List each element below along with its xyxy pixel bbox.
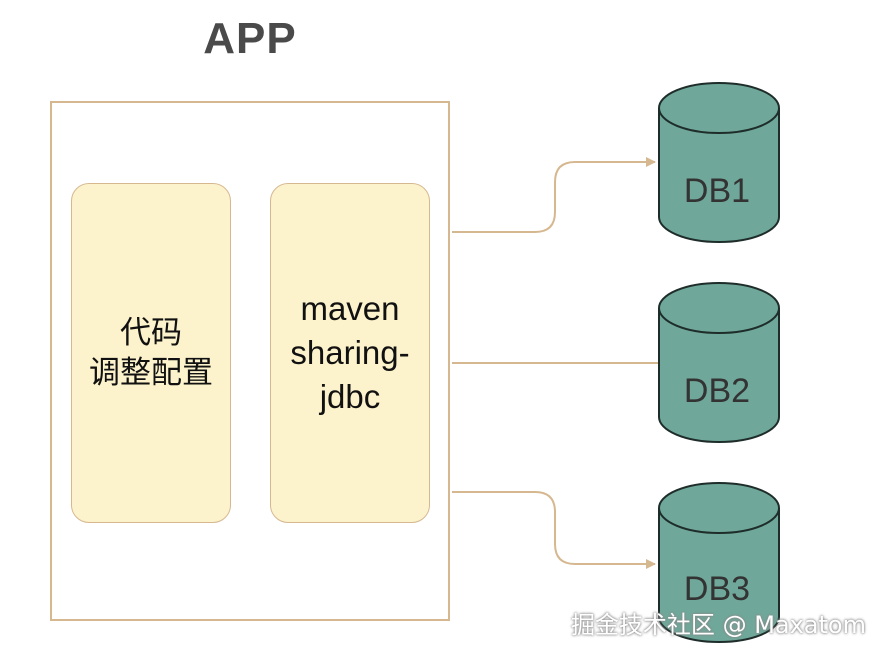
- maven-line-1: maven: [300, 290, 400, 327]
- maven-line-3: jdbc: [319, 378, 381, 415]
- db1-cylinder: DB1: [658, 82, 780, 243]
- code-config-line-2: 调整配置: [89, 355, 213, 391]
- app-title: APP: [203, 14, 297, 63]
- arrow-to-db3: [452, 491, 656, 569]
- arrow-to-db1: [452, 157, 656, 233]
- db3-label: DB3: [684, 570, 750, 608]
- db2-label: DB2: [684, 372, 750, 410]
- code-config-module: 代码 调整配置: [71, 183, 231, 523]
- code-config-line-1: 代码: [120, 315, 182, 351]
- watermark: 掘金技术社区 @ Maxatom: [570, 611, 866, 639]
- maven-sharding-jdbc-module: maven sharing- jdbc: [270, 183, 430, 523]
- maven-line-2: sharing-: [290, 334, 410, 371]
- db1-label: DB1: [684, 172, 750, 210]
- db2-cylinder: DB2: [658, 282, 780, 443]
